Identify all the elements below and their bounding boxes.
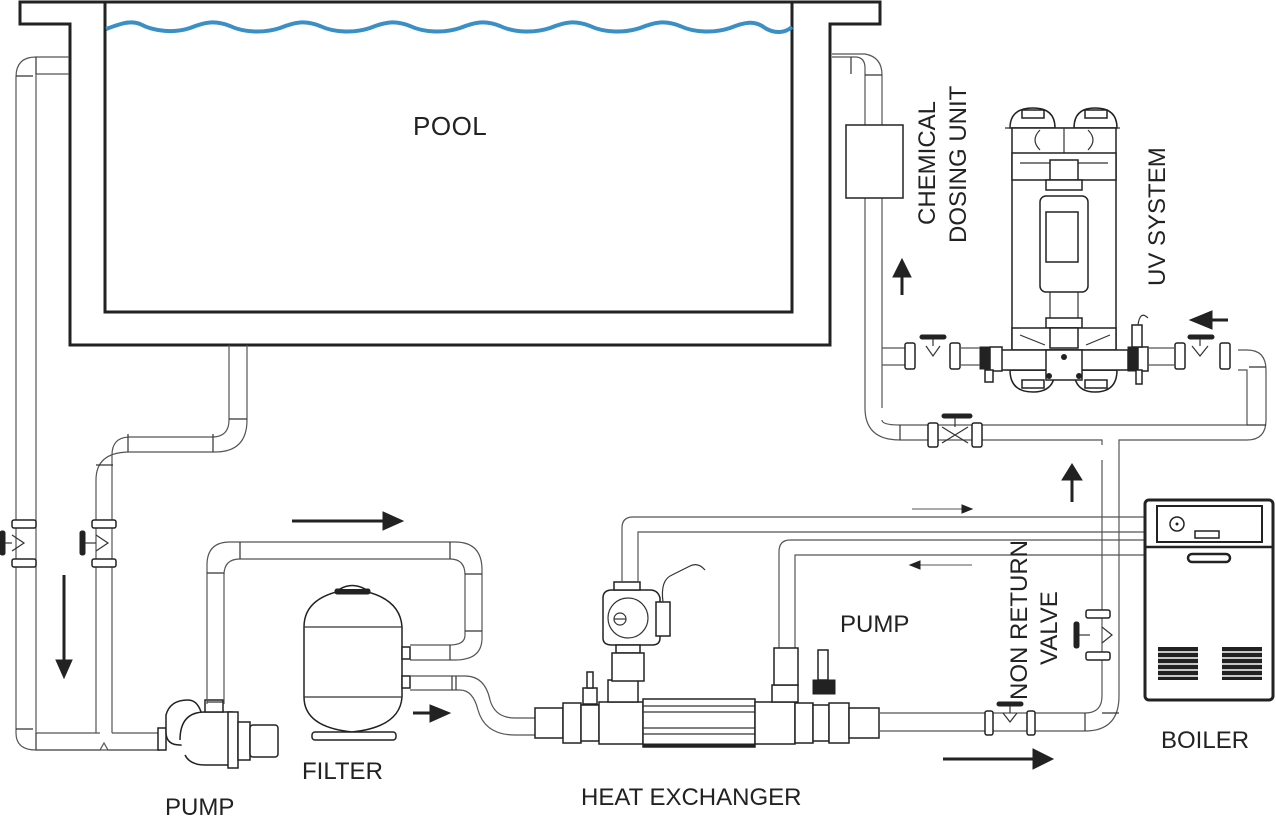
non-return-valve-label-1: NON RETURN xyxy=(1006,540,1033,700)
water-surface xyxy=(105,20,794,34)
heat-exchanger-label: HEAT EXCHANGER xyxy=(581,784,802,811)
flow-arrow-right-filter xyxy=(413,704,452,723)
uv-inlet-valve xyxy=(1174,334,1231,370)
pool-label: POOL xyxy=(413,111,487,141)
chemical-dosing-unit: CHEMICAL DOSING UNIT xyxy=(845,85,972,243)
chemical-dosing-label-2: DOSING UNIT xyxy=(945,85,972,243)
bypass-valve xyxy=(927,413,983,448)
valve-boiler-line xyxy=(1073,609,1113,661)
pump-label: PUMP xyxy=(165,794,234,819)
filter: FILTER xyxy=(302,584,411,785)
valve-left xyxy=(0,519,37,568)
main-pump: PUMP xyxy=(157,699,279,819)
uv-system: UV SYSTEM xyxy=(960,107,1175,393)
boiler-label: BOILER xyxy=(1161,727,1249,754)
flow-arrow-right-top xyxy=(292,511,405,531)
circulation-pump: PUMP xyxy=(602,564,909,682)
flow-arrow-left-uv xyxy=(1188,310,1228,330)
boiler: BOILER xyxy=(1143,498,1275,754)
flow-arrow-right-bottom xyxy=(943,748,1055,770)
boiler-vent-right xyxy=(1222,647,1262,680)
flow-arrow-down xyxy=(55,659,73,680)
chemical-dosing-label-1: CHEMICAL xyxy=(914,101,941,225)
uv-outlet-valve xyxy=(904,334,961,370)
heat-exchanger: HEAT EXCHANGER xyxy=(534,649,880,811)
boiler-vent-left xyxy=(1158,647,1198,680)
pool: POOL xyxy=(18,0,882,347)
flow-arrow-up-to-uv xyxy=(1061,463,1083,502)
non-return-valve-label-2: VALVE xyxy=(1036,591,1063,665)
circulation-pump-label: PUMP xyxy=(840,611,909,638)
flow-arrow-up-to-pool xyxy=(892,257,912,295)
flow-arrow-boiler-return xyxy=(908,560,972,570)
filter-label: FILTER xyxy=(302,758,383,785)
valve-middle xyxy=(79,519,117,568)
left-pipes xyxy=(0,56,248,751)
flow-arrow-boiler-supply xyxy=(912,504,974,514)
non-return-valve: NON RETURN VALVE xyxy=(984,540,1063,736)
uv-system-label: UV SYSTEM xyxy=(1144,147,1171,286)
